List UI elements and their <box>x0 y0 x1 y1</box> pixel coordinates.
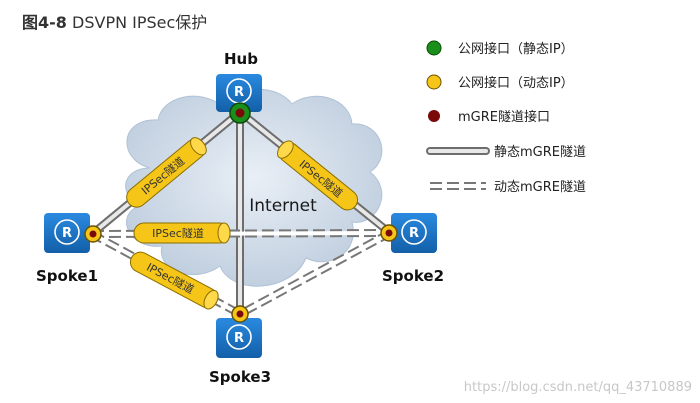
spoke3-interface <box>231 305 249 323</box>
hub-label: Hub <box>224 50 258 68</box>
internet-label: Internet <box>249 196 317 216</box>
watermark: https://blog.csdn.net/qq_43710889 <box>463 380 692 395</box>
legend-item-static-ip: 公网接口（静态IP） <box>426 40 574 57</box>
hub-interface <box>229 102 251 124</box>
spoke2-interface <box>380 224 398 242</box>
ipsec-label-spoke1-spoke2: IPSec隧道 <box>152 226 204 240</box>
figure-title-text: DSVPN IPSec保护 <box>72 13 208 32</box>
legend-dynamic-ip-swatch <box>426 74 442 90</box>
legend-item-static-tunnel: 静态mGRE隧道 <box>426 144 586 160</box>
legend-static-tunnel-label: 静态mGRE隧道 <box>494 144 586 160</box>
router-spoke2: R <box>391 213 437 253</box>
legend-item-dynamic-tunnel: 动态mGRE隧道 <box>430 179 586 195</box>
router-spoke1-icon: R <box>62 226 72 241</box>
router-spoke3: R <box>216 318 262 358</box>
legend-mgre-interface-label: mGRE隧道接口 <box>458 109 550 125</box>
router-spoke2-icon: R <box>409 226 419 241</box>
spoke1-interface <box>84 225 102 243</box>
figure-number: 图4-8 <box>22 13 67 32</box>
router-spoke3-icon: R <box>234 331 244 346</box>
legend-item-dynamic-ip: 公网接口（动态IP） <box>426 74 574 91</box>
legend-dynamic-tunnel-label: 动态mGRE隧道 <box>494 179 586 195</box>
ipsec-tunnel-spoke1-spoke2: IPSec隧道 <box>133 222 231 244</box>
router-hub-icon: R <box>234 85 244 100</box>
legend: 公网接口（静态IP） 公网接口（动态IP） mGRE隧道接口 静态mGRE隧道 … <box>426 40 586 195</box>
legend-static-ip-label: 公网接口（静态IP） <box>458 41 574 57</box>
router-spoke1: R <box>44 213 90 253</box>
spoke1-label: Spoke1 <box>36 267 98 285</box>
legend-dynamic-ip-label: 公网接口（动态IP） <box>458 75 574 91</box>
legend-item-mgre-interface: mGRE隧道接口 <box>428 109 550 125</box>
figure-title: 图4-8 DSVPN IPSec保护 <box>22 9 207 33</box>
legend-mgre-interface-swatch <box>428 110 440 122</box>
legend-static-ip-swatch <box>426 40 442 56</box>
spoke3-label: Spoke3 <box>209 368 271 386</box>
spoke2-label: Spoke2 <box>382 267 444 285</box>
